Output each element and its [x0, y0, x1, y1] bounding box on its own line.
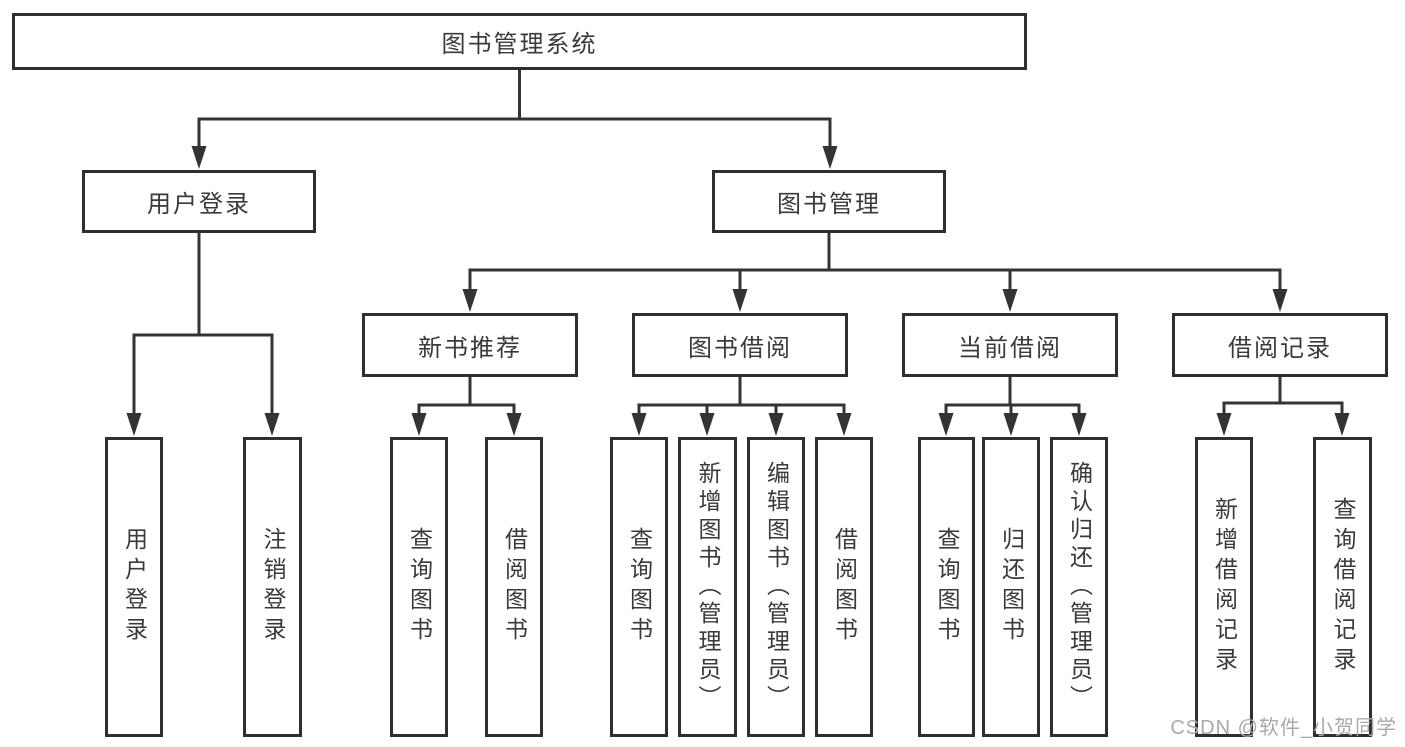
arrowhead	[1002, 289, 1018, 312]
arrowhead	[1003, 413, 1019, 436]
leaf-current-confirm-return-admin: 确认归还（管理员）	[1050, 437, 1108, 737]
arrowhead	[938, 413, 954, 436]
leaf-borrow-add-books-admin: 新增图书（管理员）	[678, 437, 737, 737]
node-borrow-records: 借阅记录	[1172, 313, 1388, 377]
connector-current-to-leaves	[944, 377, 1081, 416]
node-book-management: 图书管理	[712, 170, 946, 233]
arrowhead	[768, 413, 784, 436]
arrowhead	[732, 289, 748, 312]
arrowhead	[264, 413, 280, 436]
arrowhead	[1272, 289, 1288, 312]
connector-root-to-level2	[197, 70, 832, 150]
node-user-login: 用户登录	[82, 170, 316, 233]
arrowhead	[462, 289, 478, 312]
node-book-borrow: 图书借阅	[632, 313, 848, 377]
arrowhead	[191, 146, 207, 169]
connector-borrow-to-leaves	[637, 377, 846, 416]
arrowhead	[411, 413, 427, 436]
leaf-borrow-borrow-books: 借阅图书	[815, 437, 873, 737]
node-current-borrow: 当前借阅	[902, 313, 1118, 377]
leaf-login-user-login: 用户登录	[105, 437, 163, 737]
arrowhead	[631, 413, 647, 436]
node-new-book-recommend: 新书推荐	[362, 313, 578, 377]
connector-management-to-level3	[468, 233, 1282, 294]
leaf-borrow-query-books: 查询图书	[610, 437, 668, 737]
leaf-newbook-query-books: 查询图书	[390, 437, 448, 737]
arrowhead	[836, 413, 852, 436]
leaf-record-query-record: 查询借阅记录	[1313, 437, 1372, 737]
arrowhead	[1071, 413, 1087, 436]
node-system-root: 图书管理系统	[12, 13, 1027, 70]
arrowhead	[822, 146, 838, 169]
connector-newbook-to-leaves	[417, 377, 516, 416]
connector-login-to-leaves	[132, 233, 274, 418]
connector-record-to-leaves	[1222, 377, 1344, 416]
leaf-current-query-books: 查询图书	[918, 437, 975, 737]
csdn-watermark: CSDN @软件_小贺同学	[1170, 717, 1397, 739]
leaf-newbook-borrow-books: 借阅图书	[485, 437, 543, 737]
arrowhead	[1334, 413, 1350, 436]
leaf-login-logout: 注销登录	[243, 437, 302, 737]
leaf-current-return-books: 归还图书	[982, 437, 1040, 737]
leaf-record-add-record: 新增借阅记录	[1195, 437, 1253, 737]
leaf-borrow-edit-books-admin: 编辑图书（管理员）	[747, 437, 805, 737]
arrowhead	[699, 413, 715, 436]
arrowhead	[506, 413, 522, 436]
arrowhead	[126, 413, 142, 436]
arrowhead	[1216, 413, 1232, 436]
